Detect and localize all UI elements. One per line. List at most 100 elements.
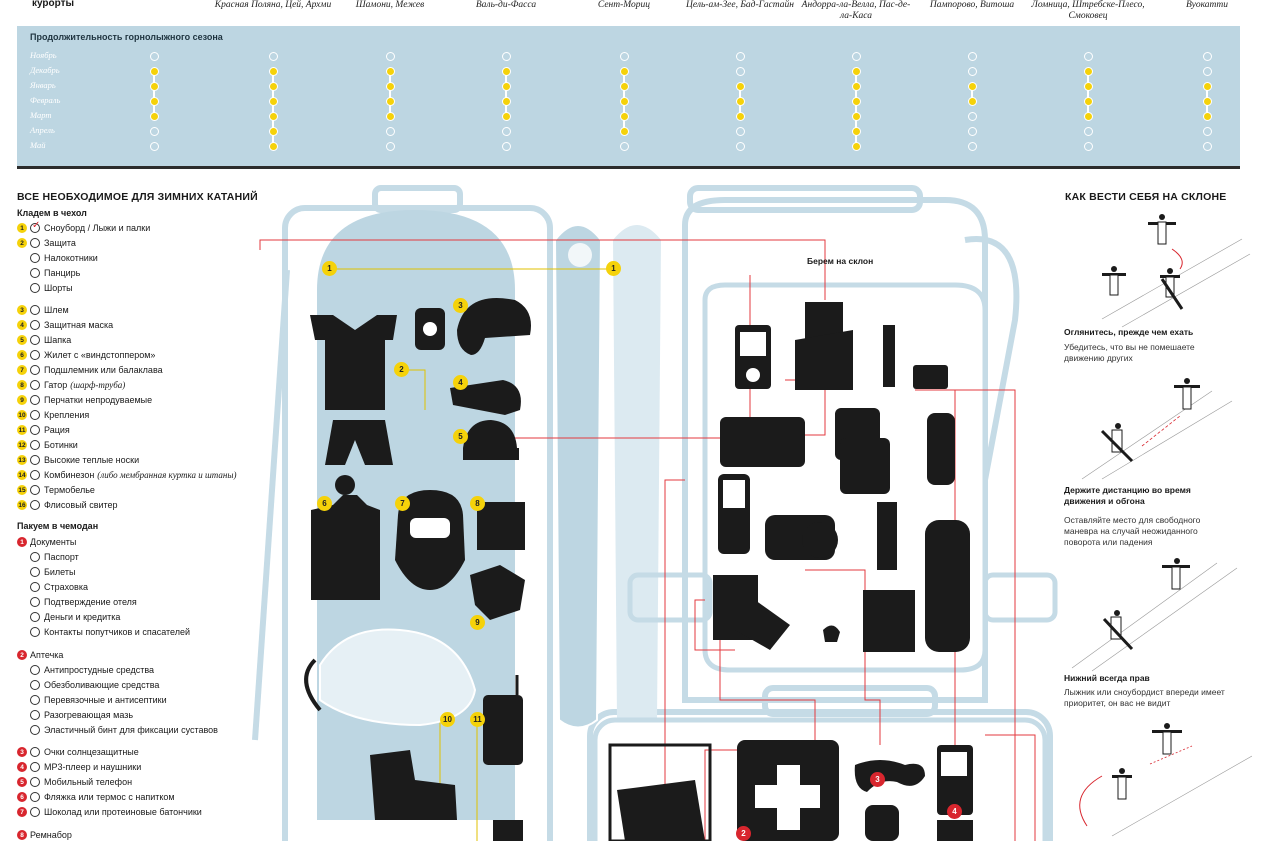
checklist-item[interactable]: Антипростудные средства — [17, 664, 154, 676]
item-checkbox[interactable] — [30, 725, 40, 735]
season-month-active — [501, 66, 511, 76]
checklist-item[interactable]: Обезболивающие средства — [17, 679, 159, 691]
item-checkbox[interactable] — [30, 320, 40, 330]
season-span-line — [971, 86, 973, 101]
item-checkbox[interactable] — [30, 582, 40, 592]
boots — [370, 750, 457, 820]
checklist-item[interactable]: Деньги и кредитка — [17, 611, 120, 623]
checklist-item[interactable]: Перевязочные и антисептики — [17, 694, 167, 706]
checklist-item[interactable]: Налокотники — [17, 252, 98, 264]
season-month-active — [149, 96, 159, 106]
checklist-item[interactable]: 1Сноуборд / Лыжи и палки — [17, 220, 150, 234]
checklist-item[interactable]: 12 Ботинки — [17, 439, 78, 451]
item-checkbox[interactable] — [30, 395, 40, 405]
item-checkbox[interactable] — [30, 807, 40, 817]
item-checkbox[interactable] — [30, 455, 40, 465]
checklist-item[interactable]: Разогревающая мазь — [17, 709, 133, 721]
item-checkbox[interactable] — [30, 747, 40, 757]
item-label: Антипростудные средства — [44, 665, 154, 675]
item-checkbox[interactable] — [30, 440, 40, 450]
item-checkbox[interactable] — [30, 253, 40, 263]
item-checkbox[interactable] — [30, 238, 40, 248]
item-number-badge: 12 — [17, 440, 27, 450]
skier-2 — [1102, 266, 1126, 296]
item-label: Ботинки — [44, 440, 78, 450]
item-checkbox[interactable] — [30, 220, 40, 233]
season-month-inactive — [735, 66, 745, 76]
item-checkbox[interactable] — [30, 762, 40, 772]
item-checkbox[interactable] — [30, 350, 40, 360]
cream-jar — [913, 365, 948, 389]
item-checkbox[interactable] — [30, 470, 40, 480]
item-checkbox[interactable] — [30, 283, 40, 293]
season-month-inactive — [1202, 126, 1212, 136]
checklist-item[interactable]: Панцирь — [17, 267, 80, 279]
season-month-active — [735, 111, 745, 121]
item-checkbox[interactable] — [30, 680, 40, 690]
item-checkbox[interactable] — [30, 268, 40, 278]
item-label: Высокие теплые носки — [44, 455, 140, 465]
item-label: Подтверждение отеля — [44, 597, 137, 607]
checklist-item[interactable]: Контакты попутчиков и спасателей — [17, 626, 190, 638]
item-label: Шапка — [44, 335, 72, 345]
checklist-item[interactable]: Эластичный бинт для фиксации суставов — [17, 724, 218, 736]
checklist-item[interactable]: Подтверждение отеля — [17, 596, 137, 608]
checklist-item[interactable]: Билеты — [17, 566, 75, 578]
month-label: Январь — [30, 80, 56, 90]
season-month-active — [851, 66, 861, 76]
item-checkbox[interactable] — [30, 777, 40, 787]
walkie-radio — [720, 417, 805, 467]
item-checkbox[interactable] — [30, 380, 40, 390]
checklist-item[interactable]: Паспорт — [17, 551, 79, 563]
skier-5 — [1152, 723, 1182, 755]
item-checkbox[interactable] — [30, 552, 40, 562]
snowboarder-3 — [1102, 610, 1134, 651]
callout-9: 9 — [470, 615, 485, 630]
item-checkbox[interactable] — [30, 695, 40, 705]
item-checkbox[interactable] — [30, 792, 40, 802]
item-checkbox[interactable] — [30, 305, 40, 315]
item-checkbox[interactable] — [30, 335, 40, 345]
item-checkbox[interactable] — [30, 597, 40, 607]
item-label: Билеты — [44, 567, 76, 577]
item-checkbox[interactable] — [30, 485, 40, 495]
item-checkbox[interactable] — [30, 627, 40, 637]
season-month-active — [735, 81, 745, 91]
checklist-item[interactable]: Шорты — [17, 282, 73, 294]
item-checkbox[interactable] — [30, 612, 40, 622]
checklist-item[interactable]: Страховка — [17, 581, 88, 593]
item-checkbox[interactable] — [30, 665, 40, 675]
season-month-active — [851, 81, 861, 91]
item-checkbox[interactable] — [30, 567, 40, 577]
item-checkbox[interactable] — [30, 425, 40, 435]
callout-4: 4 — [453, 375, 468, 390]
item-checkbox[interactable] — [30, 500, 40, 510]
item-checkbox[interactable] — [30, 710, 40, 720]
item-checkbox[interactable] — [30, 365, 40, 375]
item-checkbox[interactable] — [30, 410, 40, 420]
resort-name: Сент-Мориц — [597, 0, 651, 10]
etiquette-title: КАК ВЕСТИ СЕБЯ НА СКЛОНЕ — [1065, 191, 1227, 203]
